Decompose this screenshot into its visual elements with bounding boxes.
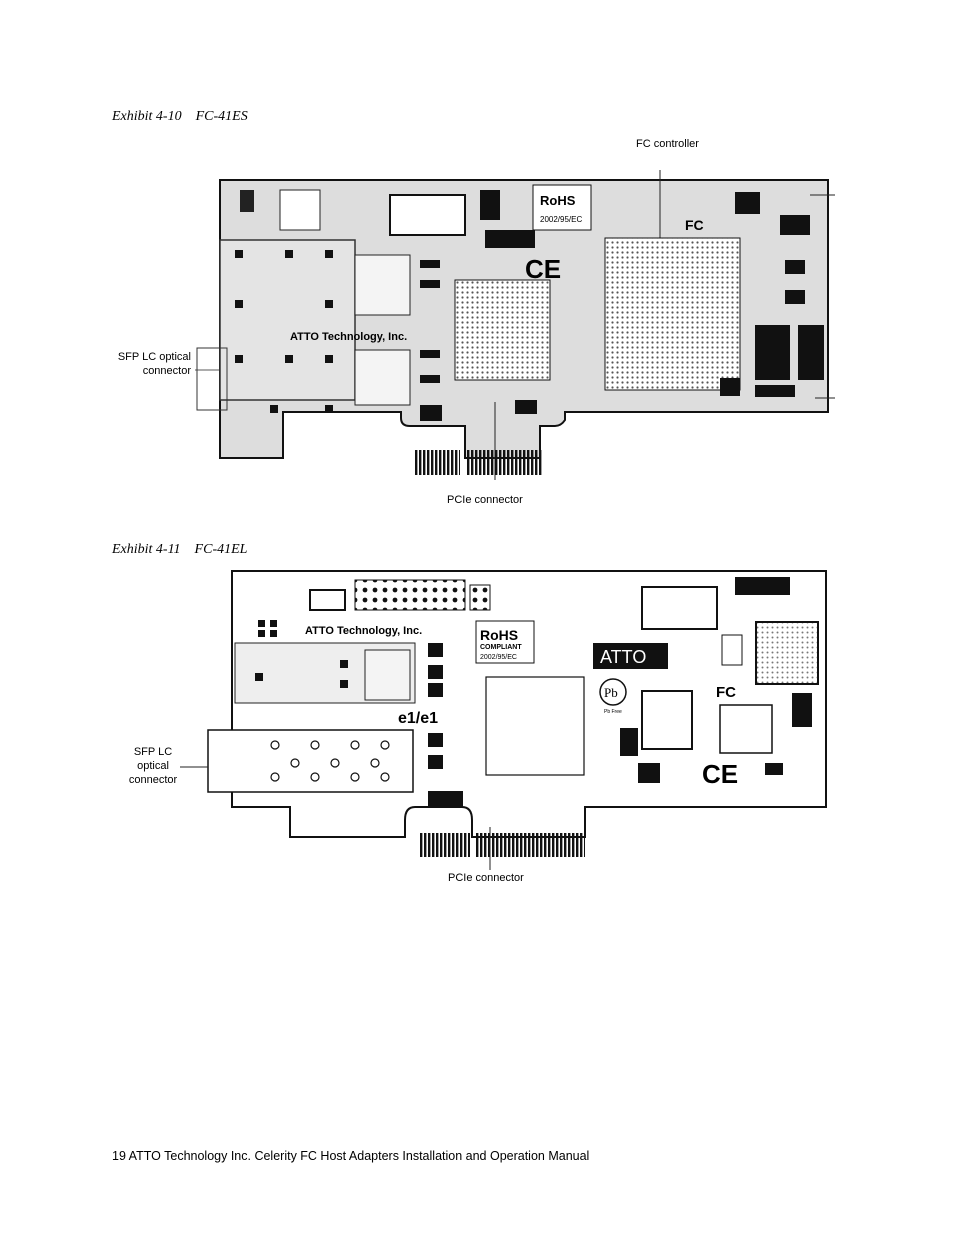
pb-mark-text: Pb <box>604 685 618 700</box>
sfp-lc-optical-connector-label: SFP LC optical connector <box>116 350 191 378</box>
page-footer: 19 ATTO Technology Inc. Celerity FC Host… <box>112 1149 590 1163</box>
rohs-directive-text: 2002/95/EC <box>480 654 517 661</box>
pb-free-text: Pb Free <box>604 709 622 715</box>
board-brand-text: ATTO Technology, Inc. <box>290 331 407 343</box>
sfp-label-line3: connector <box>128 774 178 786</box>
fc-controller-label: FC controller <box>636 138 699 150</box>
exhibit-4-10-caption: Exhibit 4-10 FC-41ES <box>112 109 248 124</box>
sfp-label-line2: optical <box>137 760 169 772</box>
fc-41el-board-image: ATTO Technology, Inc. RoHS COMPLIANT 200… <box>180 570 827 870</box>
ce-mark-text: CE <box>525 254 561 284</box>
pcie-connector-label-2: PCIe connector <box>448 872 524 884</box>
fc-41es-board-image: RoHS 2002/95/EC CE FC ATTO Technology, I… <box>195 170 835 480</box>
board-brand-text: ATTO Technology, Inc. <box>305 625 422 637</box>
model-text: e1/e1 <box>398 710 438 727</box>
sfp-label-line1: SFP LC <box>133 746 173 758</box>
exhibit-4-11-caption: Exhibit 4-11 FC-41EL <box>112 542 248 557</box>
fc-mark-text: FC <box>685 217 704 233</box>
pcie-connector-label: PCIe connector <box>447 494 523 506</box>
atto-logo-text: ATTO <box>600 647 646 667</box>
rohs-directive-text: 2002/95/EC <box>540 215 582 224</box>
sfp-lc-optical-connector-label-2: SFP LC optical connector <box>118 745 188 787</box>
rohs-mark-text: RoHS <box>480 627 518 643</box>
fc-mark-text: FC <box>716 684 736 701</box>
rohs-compliant-text: COMPLIANT <box>480 644 522 651</box>
sfp-label-line1: SFP LC optical <box>117 351 191 363</box>
ce-mark-text: CE <box>702 759 738 789</box>
rohs-mark-text: RoHS <box>540 193 576 208</box>
sfp-label-line2: connector <box>142 365 191 377</box>
